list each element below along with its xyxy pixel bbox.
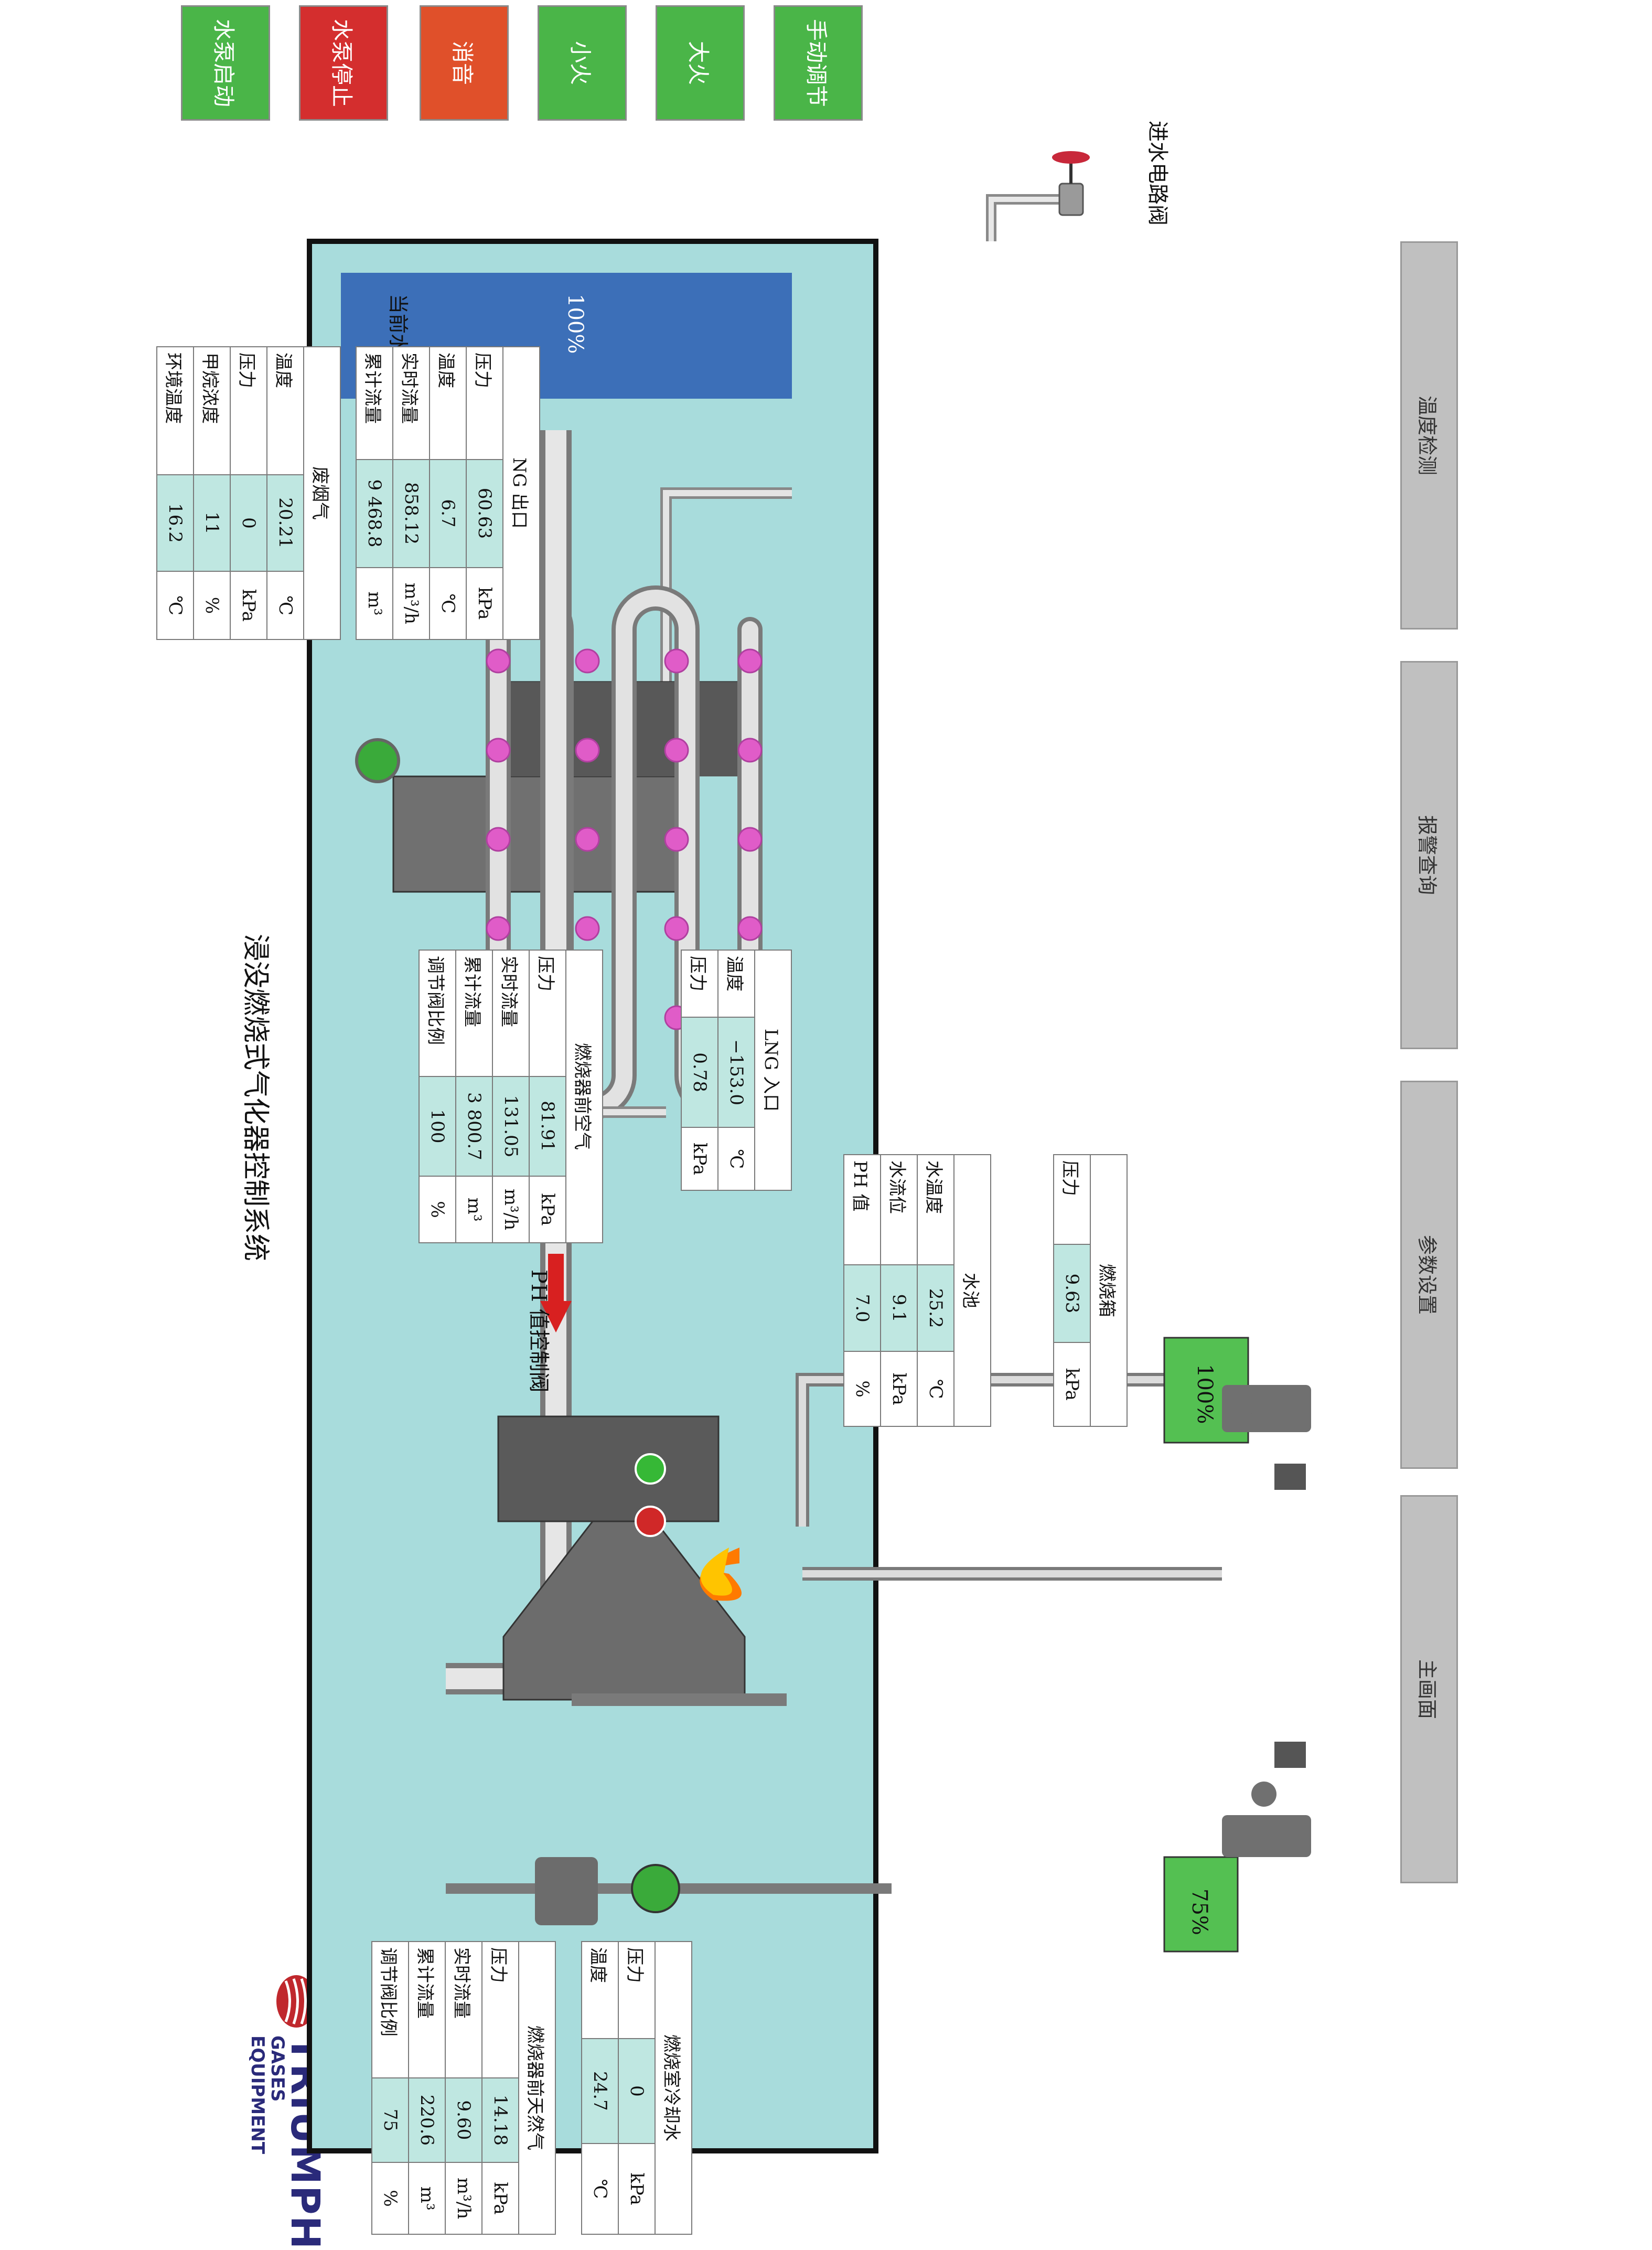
table-row: 温度−153.0℃	[718, 950, 755, 1190]
burner-status-green-icon	[635, 1453, 666, 1485]
circulation-pump-icon[interactable]	[535, 1857, 680, 1925]
table-title: 燃烧器前空气	[566, 950, 603, 1243]
nav-alarm-query[interactable]: 报警查询	[1400, 661, 1458, 1049]
table-title: NG 出口	[503, 347, 540, 639]
table-title: LNG 入口	[755, 950, 791, 1190]
inlet-valve-icon[interactable]	[1052, 151, 1090, 216]
nav-parameter-settings[interactable]: 参数设置	[1400, 1081, 1458, 1469]
inlet-pipe	[986, 194, 1075, 241]
table-title: 水池	[954, 1155, 991, 1426]
ng-valve-train	[1163, 1742, 1311, 1953]
nav-main-screen[interactable]: 主画面	[1400, 1495, 1458, 1883]
nav-temperature-detection[interactable]: 温度检测	[1400, 241, 1458, 630]
table-title: 燃烧器前天然气	[519, 1942, 555, 2234]
ph-valve-label: PH 值控制阀	[527, 1270, 551, 1393]
burner-status-red-icon	[635, 1506, 666, 1537]
company-logo: TRIUMPH GASES EQUIPMENT	[247, 1972, 329, 2250]
table-title: 燃烧室冷却水	[655, 1942, 692, 2234]
table-title: 燃烧箱	[1090, 1155, 1127, 1426]
table-title: 废烟气	[304, 347, 340, 639]
water-level-value: 100%	[563, 294, 587, 354]
valve-right-pct: 100%	[1193, 1364, 1217, 1424]
air-valve-train	[1163, 1337, 1311, 1490]
submerged-burner	[497, 1415, 746, 1701]
valve-left-pct: 75%	[1187, 1889, 1211, 1935]
blower-icon[interactable]	[355, 738, 400, 783]
triumph-logo-icon	[276, 1975, 316, 2028]
flow-arrow-icon	[540, 1254, 572, 1332]
